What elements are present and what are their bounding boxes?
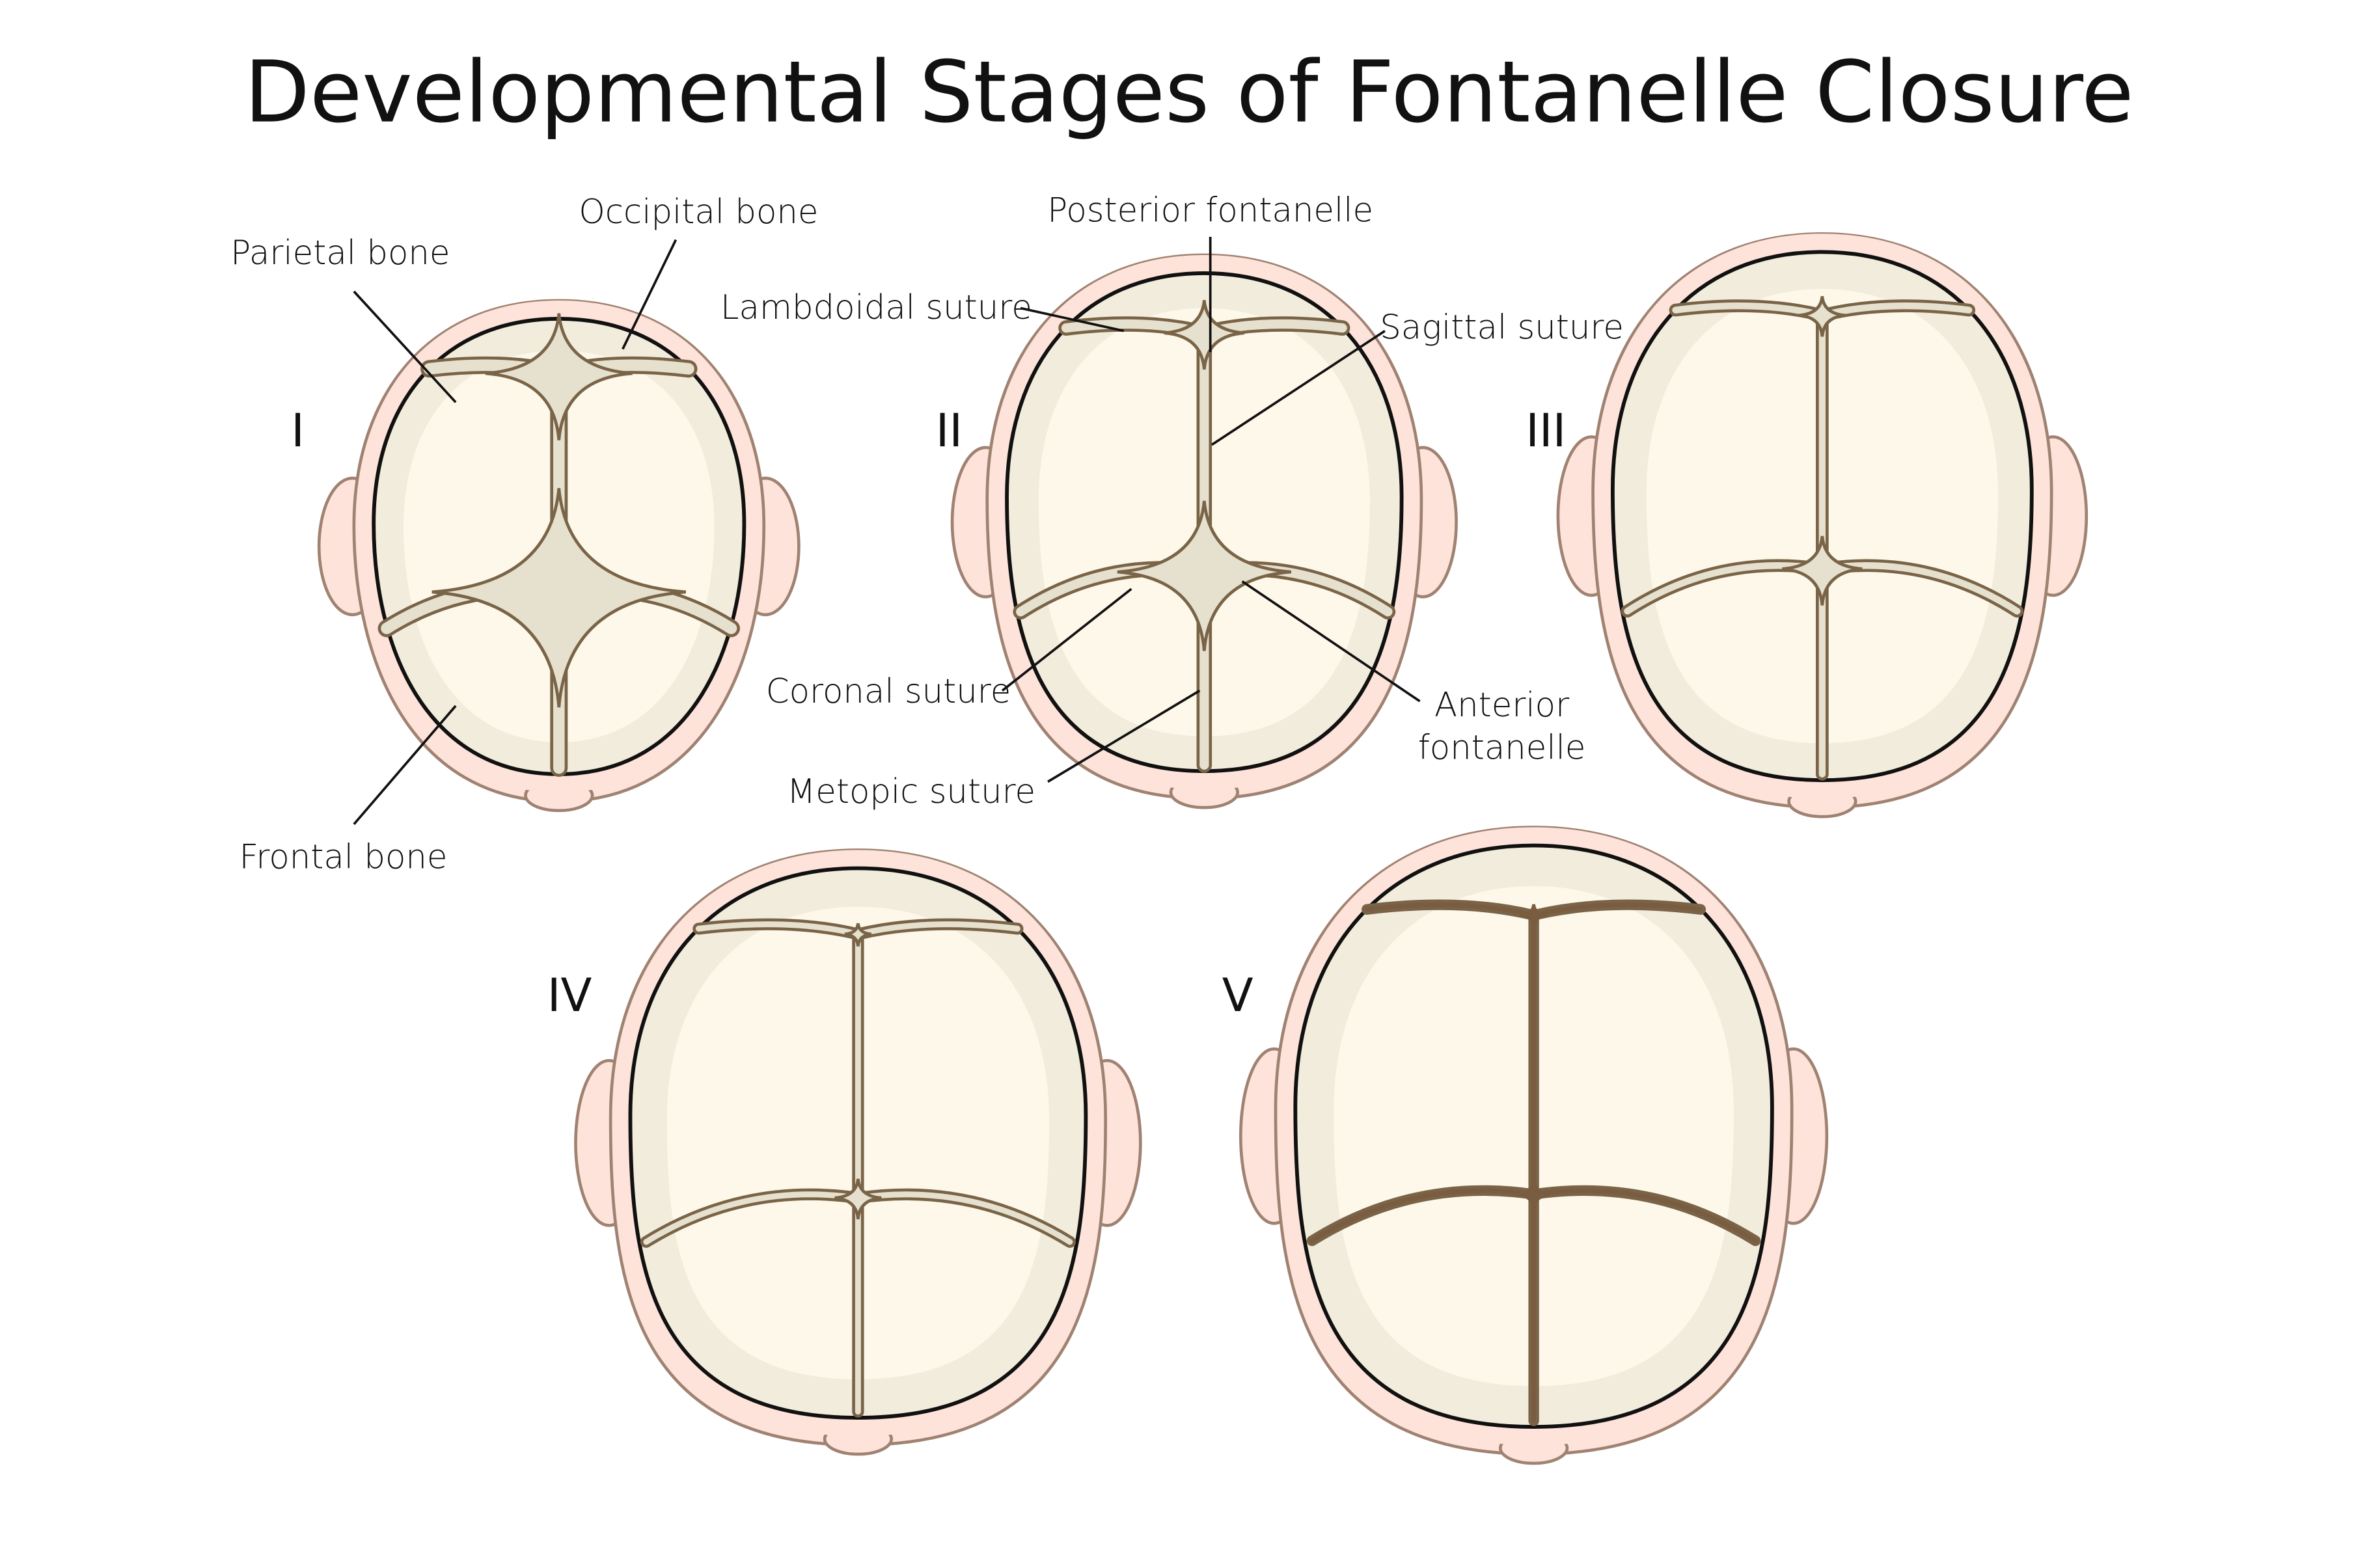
anterior-fontanelle [1117,500,1291,651]
label-metopic-suture: Metopic suture [787,772,1035,811]
stage-label-1: I [291,404,305,457]
anterior-fontanelle [1782,535,1863,606]
label-parietal-bone: Parietal bone [230,234,450,273]
posterior-fontanelle [1164,300,1245,370]
leader-line [1047,689,1201,783]
skull-stage-1 [317,299,801,813]
label-coronal-suture: Coronal suture [766,672,1011,711]
diagram-title: Developmental Stages of Fontanelle Closu… [244,43,2133,142]
stage-label-4: IV [547,969,592,1022]
stage-label-3: III [1526,404,1566,457]
posterior-fontanelle [1798,295,1846,337]
anterior-fontanelle [834,1178,882,1220]
posterior-fontanelle [844,923,872,947]
label-posterior-fontanelle: Posterior fontanelle [1047,191,1373,230]
leader-line [353,705,457,826]
skull-stage-2 [950,253,1458,809]
skull-stage-4 [574,848,1142,1456]
label-sagittal-suture: Sagittal suture [1380,308,1624,347]
leader-line [1020,306,1125,332]
label-occipital-bone: Occipital bone [579,193,818,232]
label-lambdoidal-suture: Lambdoidal suture [720,288,1032,327]
anterior-fontanelle [431,488,687,708]
label-frontal-bone: Frontal bone [240,837,448,876]
skull-stage-3 [1556,232,2088,818]
label-anterior-fontanelle-line2: fontanelle [1418,729,1586,768]
posterior-fontanelle [485,313,633,440]
label-anterior-fontanelle: Anterior [1434,686,1570,725]
annotations: Occipital bone Parietal bone Frontal bon… [230,191,1624,877]
stage-label-5: V [1222,969,1253,1022]
stage-label-2: II [936,404,963,457]
skull-stage-5 [1239,826,1829,1465]
leader-line [1211,330,1386,446]
leader-line [1001,588,1132,692]
anterior-fontanelle [1516,1180,1551,1210]
skulls-group [317,232,2088,1465]
leader-line [353,290,457,403]
posterior-fontanelle [1520,904,1548,928]
leader-line [1241,580,1421,703]
leader-line [622,239,678,350]
